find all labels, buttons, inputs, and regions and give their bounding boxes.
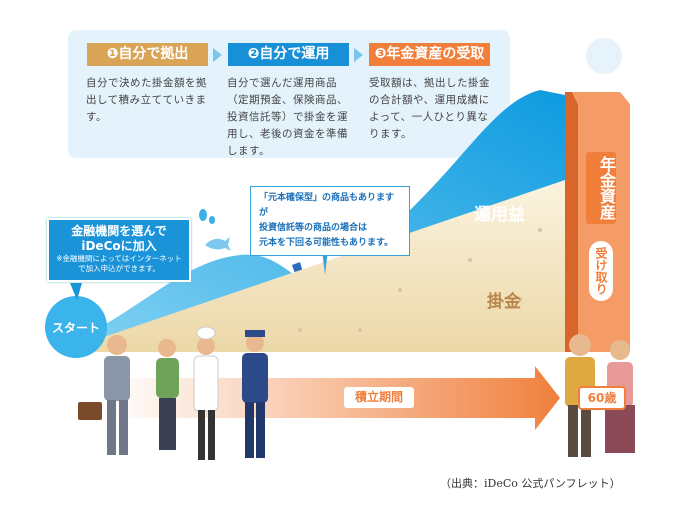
- arrow-right-icon: [213, 48, 222, 62]
- step-1-text: 自分で決めた掛金額を拠出して積み立てていきます。: [86, 77, 207, 123]
- step-3-heading: ❸年金資産の受取: [369, 43, 490, 66]
- water-drops-icon: [199, 209, 231, 251]
- join-title-1: 金融機関を選んで: [71, 224, 167, 238]
- risk-note-line-1: 「元本確保型」の商品もありますが: [259, 193, 395, 218]
- step-3-text: 受取額は、拠出した掛金の合計額や、運用成績によって、一人ひとり異なります。: [369, 77, 490, 140]
- period-arrow: [110, 366, 560, 430]
- join-callout: 金融機関を選んで iDeCoに加入 ※金融機関によってはインターネット で加入申…: [47, 218, 191, 282]
- step-2-heading: ❷自分で運用: [228, 43, 349, 66]
- risk-note-line-2: 投資信託等の商品の場合は: [259, 223, 368, 233]
- decor-circle: [586, 38, 622, 74]
- join-note-1: ※金融機関によってはインターネット: [56, 254, 182, 263]
- pension-assets-label: 年金資産: [586, 152, 616, 224]
- source-caption: （出典：iDeCo 公式パンフレット）: [440, 477, 621, 490]
- step-2-text: 自分で選んだ運用商品（定期預金、保険商品、投資信託等）で掛金を運用し、老後の資金…: [227, 77, 348, 157]
- contributions-area: [95, 180, 565, 352]
- column-side: [565, 92, 578, 352]
- receive-label: 受け取り: [589, 241, 613, 301]
- step-1-heading: ❶自分で拠出: [87, 43, 208, 66]
- arrow-right-icon: [354, 48, 363, 62]
- join-note-2: で加入申込ができます。: [78, 264, 160, 273]
- contributions-label: 掛金: [487, 292, 521, 312]
- start-circle: [45, 296, 107, 358]
- risk-note-line-3: 元本を下回る可能性もあります。: [259, 238, 394, 248]
- workers-illustration: [78, 326, 268, 460]
- returns-label: 運用益: [474, 205, 525, 225]
- retirees-illustration: [565, 334, 635, 457]
- period-label: 積立期間: [344, 387, 414, 408]
- risk-note: 「元本確保型」の商品もありますが 投資信託等の商品の場合は 元本を下回る可能性も…: [250, 186, 410, 256]
- start-label: スタート: [52, 321, 101, 335]
- join-title-2: iDeCoに加入: [81, 239, 157, 253]
- age-badge: 60歳: [578, 386, 626, 410]
